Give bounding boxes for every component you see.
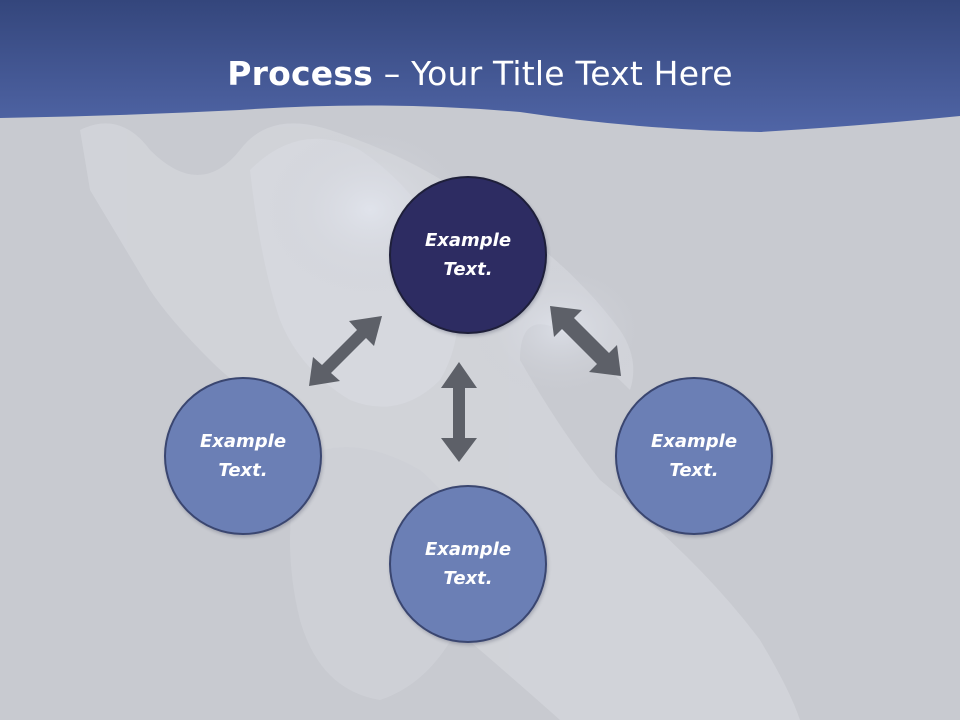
process-node-left: Example Text. bbox=[164, 377, 322, 535]
double-arrow-vertical bbox=[441, 362, 477, 462]
process-node-top: Example Text. bbox=[389, 176, 547, 334]
process-node-bottom: Example Text. bbox=[389, 485, 547, 643]
double-arrow-left-diagonal bbox=[309, 316, 382, 386]
title-bold: Process bbox=[227, 54, 374, 93]
process-node-right: Example Text. bbox=[615, 377, 773, 535]
page-title: Process – Your Title Text Here bbox=[0, 52, 960, 96]
double-arrow-right-diagonal bbox=[550, 306, 621, 376]
title-rest: – Your Title Text Here bbox=[373, 54, 733, 93]
header-band bbox=[0, 0, 960, 132]
